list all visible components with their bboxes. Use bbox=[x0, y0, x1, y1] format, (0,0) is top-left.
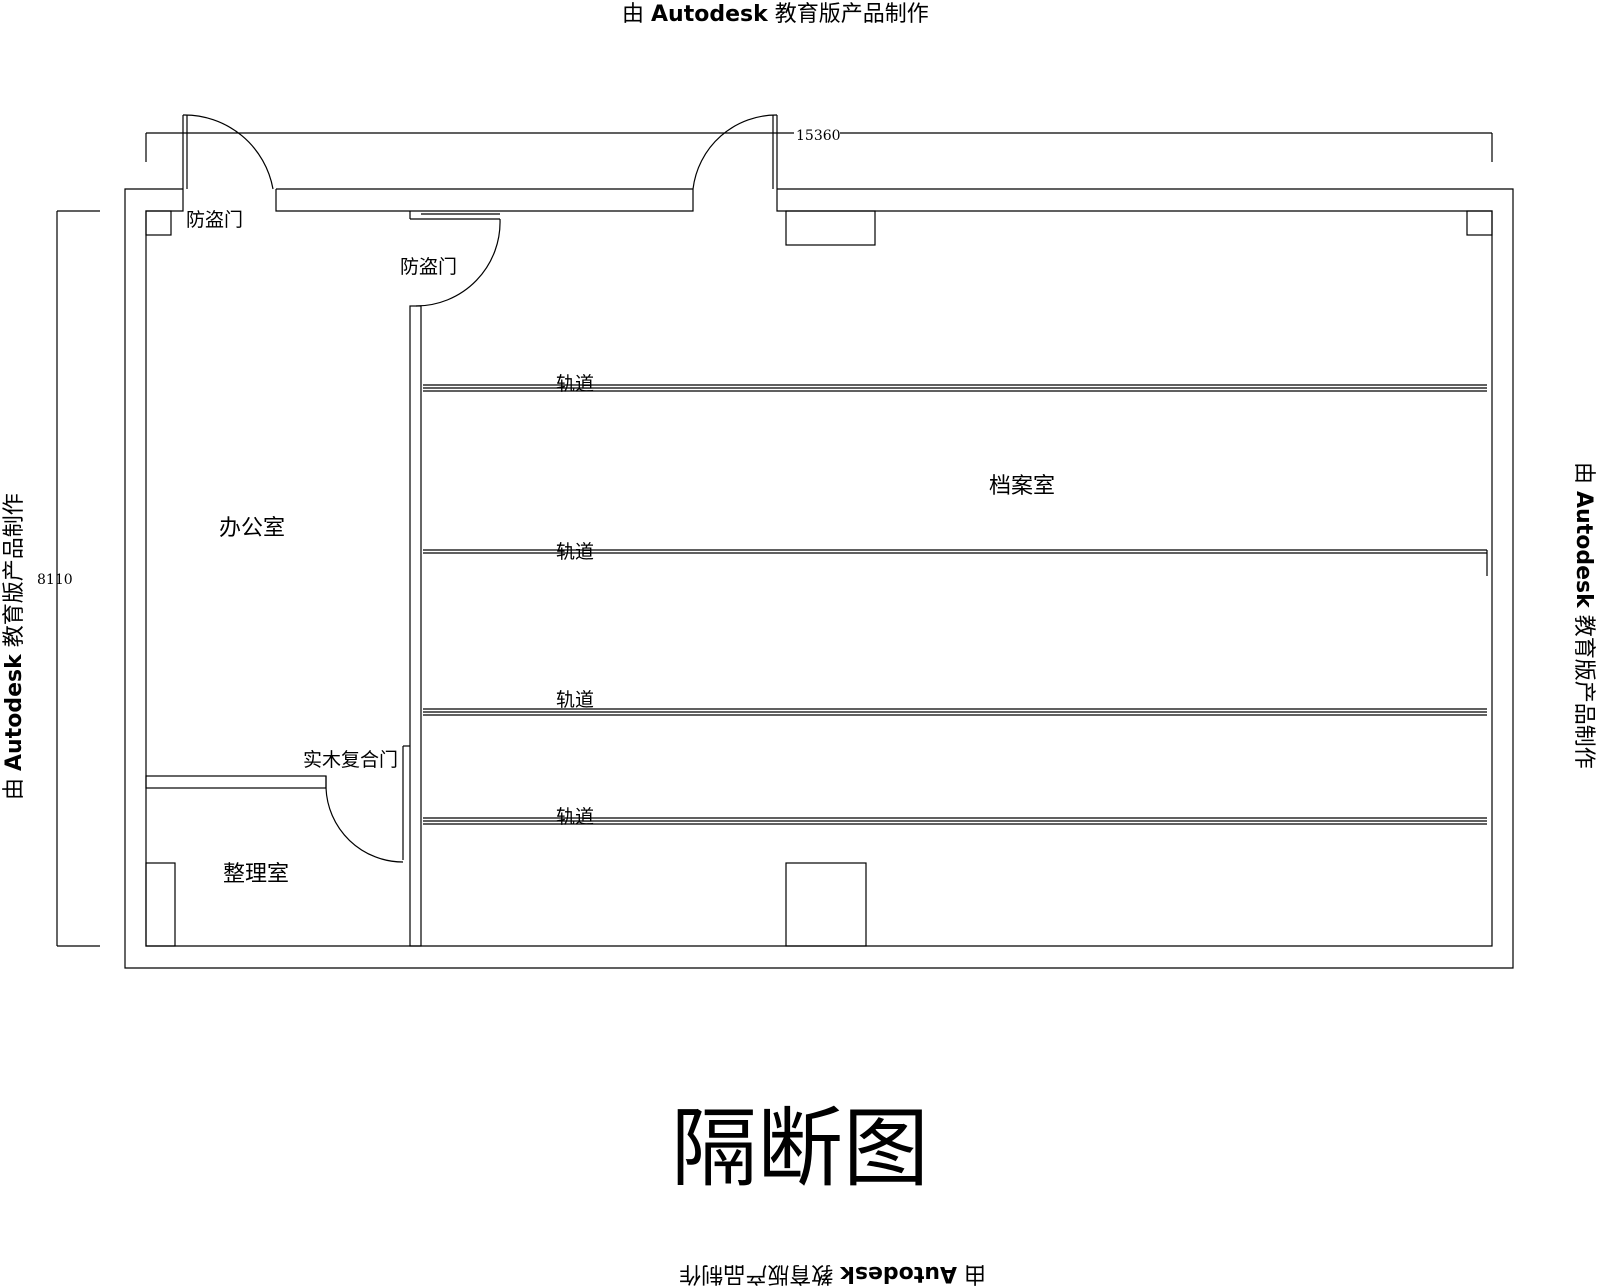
column-top-right bbox=[1466, 210, 1493, 236]
pillar-bottom bbox=[785, 862, 867, 947]
label-rail-3: 轨道 bbox=[556, 689, 594, 711]
label-office: 办公室 bbox=[219, 516, 285, 541]
dimension-vertical: 8110 bbox=[37, 210, 100, 947]
dimension-height-label: 8110 bbox=[37, 572, 73, 588]
partition-wall bbox=[409, 211, 500, 947]
watermark-top: 由 Autodesk 教育版产品制作 bbox=[622, 2, 929, 27]
label-rail-1: 轨道 bbox=[556, 373, 594, 395]
dimension-width-label: 15360 bbox=[796, 128, 841, 144]
drawing-title: 隔断图 bbox=[671, 1099, 929, 1199]
label-archive: 档案室 bbox=[989, 474, 1055, 499]
label-door-inner: 防盗门 bbox=[400, 256, 457, 278]
exterior-walls bbox=[124, 188, 1514, 969]
label-rail-2: 轨道 bbox=[556, 541, 594, 563]
dimension-horizontal: 15360 bbox=[145, 126, 1493, 162]
column-bottom-left bbox=[145, 862, 176, 947]
rails bbox=[423, 384, 1488, 825]
door-wood bbox=[325, 776, 404, 863]
label-sorting: 整理室 bbox=[223, 862, 289, 887]
label-door-wood: 实木复合门 bbox=[303, 749, 398, 771]
door-archive bbox=[415, 218, 501, 307]
door-entrance-left bbox=[182, 114, 274, 190]
column-top-left bbox=[145, 210, 172, 236]
label-rail-4: 轨道 bbox=[556, 806, 594, 828]
door-entrance-right bbox=[692, 114, 778, 190]
pillar-top bbox=[785, 210, 876, 246]
label-door-entrance: 防盗门 bbox=[186, 209, 243, 231]
